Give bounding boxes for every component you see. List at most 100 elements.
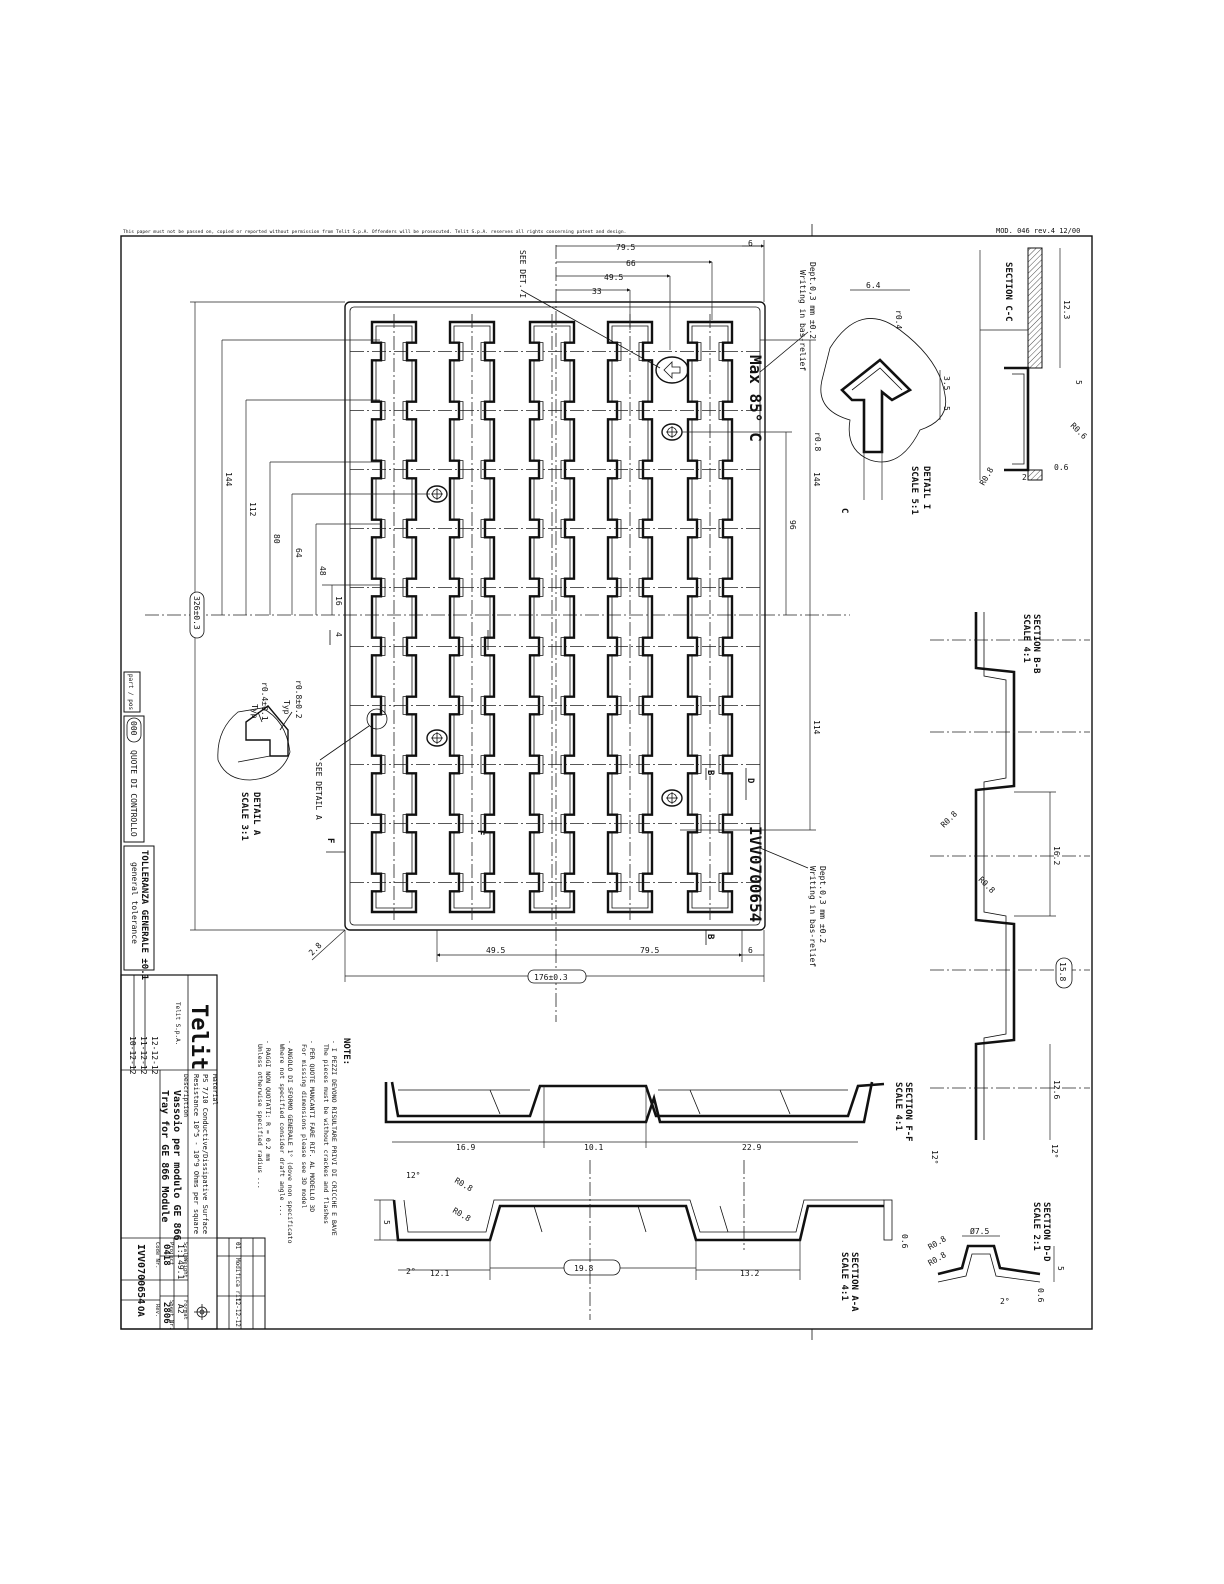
section-cc-dim-5: 5	[1074, 380, 1083, 385]
weight-value: 49.1	[176, 1260, 185, 1279]
leader-see-det-i	[520, 289, 661, 369]
writing-bottom-note-1: Writing in bas-relief	[808, 866, 817, 967]
section-dd-title: SECTION D-D	[1041, 1202, 1051, 1262]
pocket-column-inner	[691, 325, 729, 909]
section-ff-dim-16-9: 16.9	[456, 1143, 475, 1152]
dim-left-112: 112	[248, 502, 257, 517]
section-cc-dim-0-6: 0.6	[1054, 463, 1069, 472]
section-dd-dim-0-6: 0.6	[1036, 1288, 1045, 1303]
notes-block: NOTE: - I PEZZI DEVONO RISULTARE PRIVI D…	[256, 1038, 351, 1244]
section-bb-dim-15-8: 15.8	[1058, 962, 1067, 981]
control-dims-label: QUOTE DI CONTROLLO	[129, 750, 138, 837]
detail-a-dim-1: r0.8±0.2	[294, 680, 303, 719]
control-dims-box	[123, 715, 145, 843]
rev-table-date: 12-12-12	[234, 1298, 241, 1327]
section-cc-dim-r0-6: R0.6	[1069, 421, 1089, 441]
material-line-1: PS 7/10 Conductive/Dissipative Surface	[201, 1074, 209, 1234]
detail-i-title: DETAIL I	[921, 466, 931, 509]
section-c-c: SECTION C-C 12.3 5 R0.6 R0.8 2 0.6	[978, 247, 1089, 487]
detail-i-dim-r0-8: r0.8	[813, 432, 822, 451]
sheet-border	[120, 235, 1093, 1330]
section-aa-dim-19-8: 19.8	[574, 1264, 593, 1273]
tray-top-view	[344, 301, 766, 931]
section-mark-f-left: F	[325, 838, 335, 843]
dim-top-33: 33	[592, 287, 602, 296]
sheet-label: Sheet Nr.	[168, 1300, 174, 1330]
section-marks: D B B F F	[325, 630, 755, 945]
pocket-column-inner	[375, 325, 413, 909]
section-aa-dim-12deg: 12°	[406, 1171, 420, 1180]
section-aa-dim-5: 5	[382, 1220, 391, 1225]
detail-i-scale: SCALE 5:1	[909, 466, 919, 515]
locating-hole	[661, 789, 683, 807]
date-3: 10-12-12	[128, 1036, 137, 1075]
description-label: Description	[182, 1074, 190, 1117]
writing-bottom-note-2: Dept.0,3 mm ±0.2	[818, 866, 827, 943]
material-label: Material	[211, 1074, 219, 1105]
section-bb-dim-r0-8-b: R0.8	[977, 875, 997, 895]
section-dd-dim-r0-8-a: R0.8	[927, 1234, 948, 1252]
writing-top-note-1: Writing in bas-relief	[798, 270, 807, 371]
section-bb-dim-r0-8-a: R0.8	[939, 809, 959, 829]
writing-max-temp: Max 85° C	[746, 355, 765, 442]
projection-symbol-icon	[194, 1304, 210, 1320]
dim-top-49-5: 49.5	[604, 273, 623, 282]
part-ref-label: part / pos	[127, 674, 134, 711]
rev-table-desc: Modifica rif.	[234, 1258, 241, 1305]
pocket-column-inner	[533, 325, 571, 909]
dim-top-6: 6	[748, 239, 753, 248]
title-block: Telit Telit S.p.A. 12-12-12 11-12-12 10-…	[120, 974, 266, 1330]
section-dd-dim-r0-8-b: R0.8	[927, 1250, 948, 1268]
rev-value: OA	[135, 1306, 145, 1317]
note-line-2: The pieces must be without crackes and f…	[322, 1044, 330, 1224]
copyright-notice: This paper must not be passed on, copied…	[123, 229, 626, 235]
section-cc-dim-r0-8: R0.8	[978, 466, 996, 487]
dim-corner-radius: 2.8	[307, 941, 324, 958]
detail-a-dim-1-typ: Typ	[282, 700, 291, 715]
pocket-column-inner	[611, 325, 649, 909]
section-dd-dim-5: 5	[1056, 1266, 1065, 1271]
right-dimensions: 144 96 114	[680, 339, 821, 831]
dim-overall-length: 326±0.3	[192, 596, 201, 630]
dim-top-66: 66	[626, 259, 636, 268]
detail-i-dim-6-4: 6.4	[866, 281, 881, 290]
section-aa-dim-2deg: 2°	[406, 1267, 416, 1276]
pocket-grid	[370, 320, 734, 914]
section-cc-title: SECTION C-C	[1003, 262, 1013, 322]
leader-writing-bottom	[759, 847, 809, 869]
dim-overall-width-box	[527, 969, 587, 984]
dim-right-144: 144	[812, 472, 821, 487]
project-value: 0418	[161, 1244, 171, 1266]
detail-a-dim-2: r0.4±0.1	[260, 682, 269, 721]
section-aa-dim-r0-8-b: R0.8	[451, 1206, 472, 1224]
general-tolerance-title: TOLLERANZA GENERALE ±0.1	[139, 850, 149, 980]
section-mark-d: D	[745, 778, 755, 784]
format-label: Format	[182, 1300, 188, 1320]
locating-holes	[426, 356, 689, 807]
bottom-dimensions: 49.5 79.5 6 176±0.3 2.8	[307, 929, 765, 984]
dim-left-4: 4	[334, 632, 343, 637]
section-aa-scale: SCALE 4:1	[839, 1252, 849, 1301]
note-line-6: Where not specified consider draft angle…	[278, 1044, 286, 1216]
section-aa-dim-13-2: 13.2	[740, 1269, 759, 1278]
leader-see-detail-a	[319, 725, 370, 761]
section-d-d: Ø7.5 R0.8 R0.8 0.6 5 2° SECTION D-D SCAL…	[927, 1202, 1066, 1306]
note-line-7: - RAGGI NON QUOTATI: R = 0.2 mm	[264, 1040, 272, 1161]
dim-left-80: 80	[272, 534, 281, 544]
note-line-8: Unless otherwise specified radius ...	[256, 1044, 264, 1189]
detail-a-dim-2-typ: Typ	[250, 704, 259, 719]
company-logo: Telit	[186, 1004, 211, 1070]
weight-label: Weight	[182, 1258, 188, 1278]
detail-a: r0.8±0.2 Typ r0.4±0.1 Typ DETAIL A SCALE…	[217, 680, 303, 841]
date-2: 11-12-12	[139, 1036, 148, 1075]
form-reference: MOD. 046 rev.4 12/00	[996, 227, 1080, 235]
pocket-centerlines	[350, 314, 760, 920]
left-dimensions: 326±0.3 144 112 80 64 48 16 4	[189, 301, 430, 931]
part-ref-box	[123, 671, 141, 713]
section-mark-b-top: B	[705, 770, 715, 776]
writing-top-note-2: Dept.0,3 mm ±0.2	[808, 262, 817, 339]
dim-overall-length-box	[189, 591, 205, 639]
material-line-2: Resistance 10^5 - 10^9 Ohms per square	[192, 1074, 200, 1234]
detail-a-scale: SCALE 3:1	[239, 792, 249, 841]
